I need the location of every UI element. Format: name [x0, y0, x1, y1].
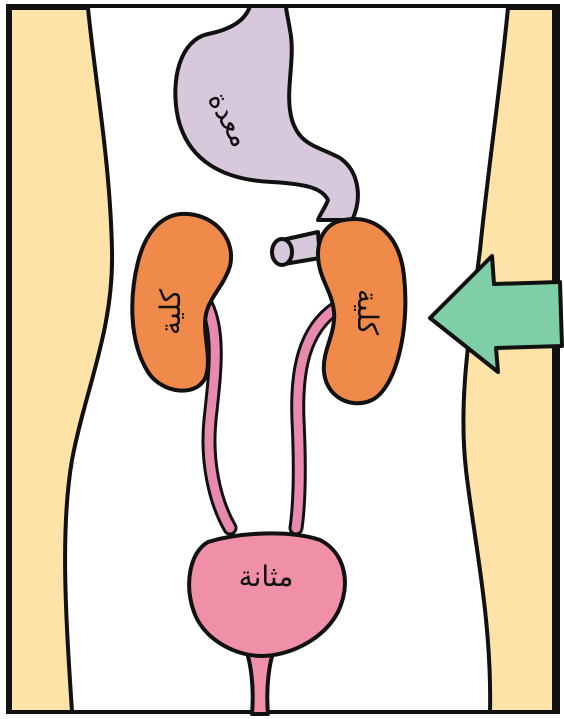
kidney-right-label: كلية — [351, 289, 384, 336]
duodenum-end — [272, 239, 292, 265]
kidney-left-label: كلية — [154, 288, 187, 335]
bladder-label: مثانة — [239, 560, 294, 593]
